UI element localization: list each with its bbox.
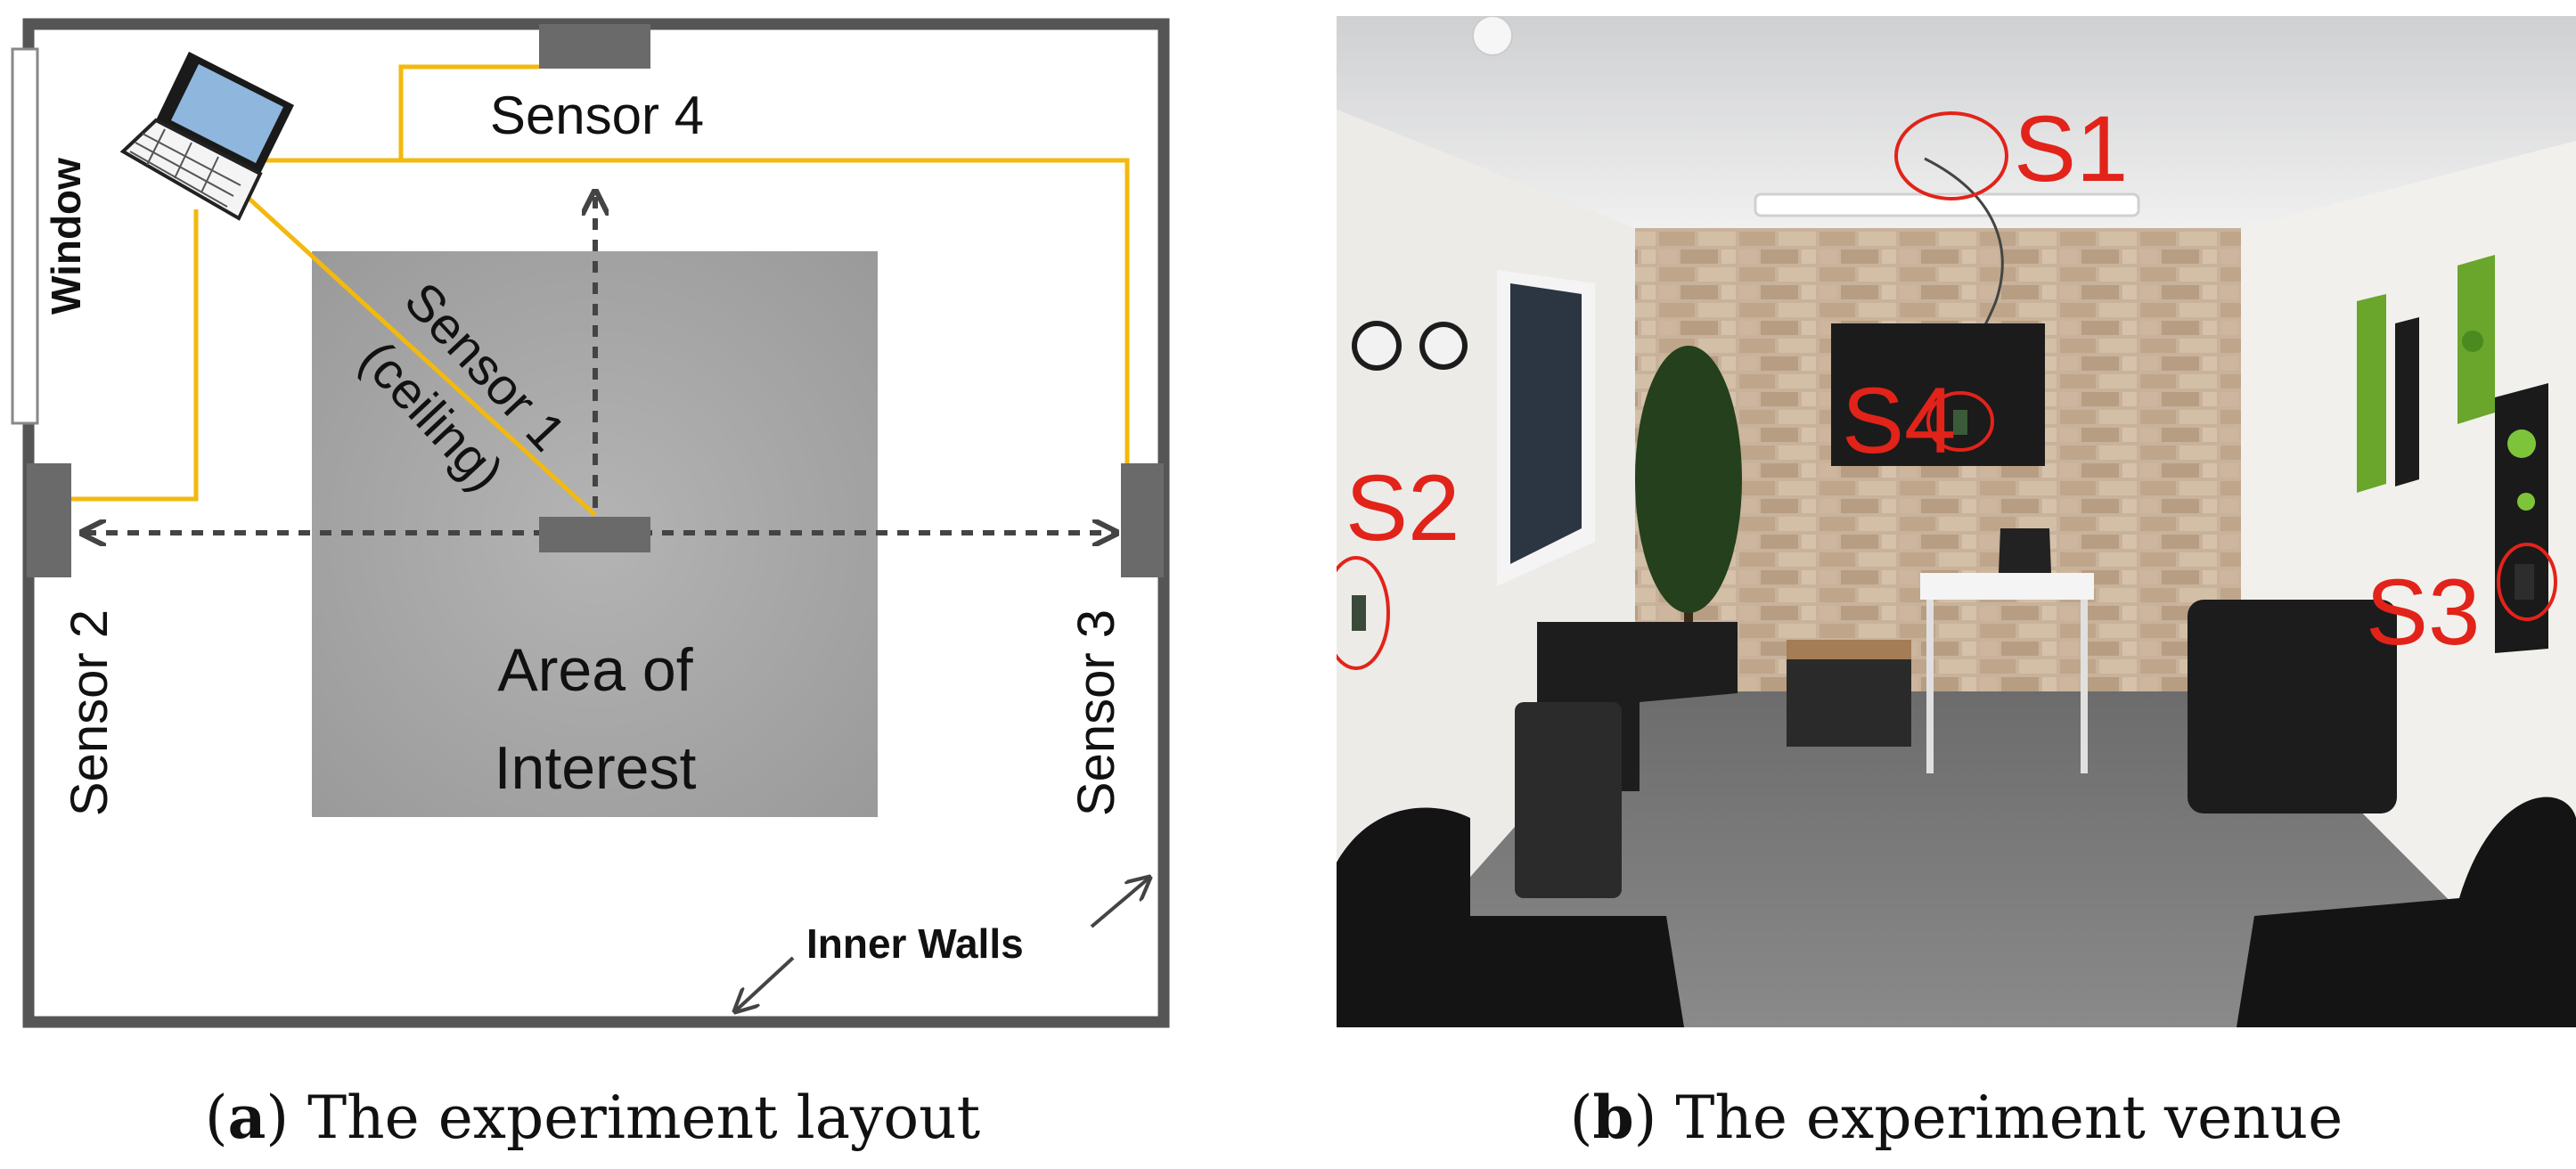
- sensor-device: [1953, 410, 1967, 435]
- laptop-icon: [119, 52, 294, 221]
- clock-icon: [1357, 326, 1396, 365]
- sensor-3-label: Sensor 3: [1067, 609, 1125, 816]
- sensor-2: [27, 463, 71, 577]
- area-label-line2: Interest: [495, 734, 697, 802]
- armchair-front-right: [2237, 797, 2576, 1027]
- sensor-device: [1352, 595, 1366, 631]
- window: [11, 47, 39, 425]
- sensor-device: [2515, 564, 2534, 600]
- caption-b-text: The experiment venue: [1656, 1083, 2343, 1152]
- inner-walls-arrows: [735, 878, 1149, 1011]
- ceiling-light: [1754, 192, 2140, 217]
- plant: [1635, 346, 1742, 613]
- inner-walls-label: Inner Walls: [806, 920, 1024, 967]
- marker-s1: S1: [2014, 97, 2128, 201]
- sensor-2-label: Sensor 2: [61, 609, 119, 816]
- sensor-3: [1121, 463, 1164, 577]
- sofa-back-right: [2188, 600, 2397, 813]
- window-glass: [1510, 283, 1582, 564]
- marker-s3: S3: [2366, 560, 2480, 665]
- wall-art-dot: [2462, 331, 2483, 352]
- desk-leg: [2081, 600, 2088, 773]
- waste-bin: [1515, 702, 1622, 898]
- sensor-1: [539, 517, 650, 552]
- window-label: Window: [43, 158, 89, 315]
- area-label-line1: Area of: [497, 636, 692, 704]
- smoke-detector: [1472, 15, 1513, 56]
- layout-diagram: Window Area of Interest Sensor 4 Sensor …: [11, 18, 1170, 1028]
- wall-art-dot: [2517, 493, 2535, 511]
- wall-art-dot: [2507, 429, 2536, 458]
- armchair-front-left: [1337, 807, 1684, 1027]
- laptop: [1999, 528, 2051, 573]
- caption-a-text: The experiment layout: [289, 1083, 981, 1152]
- wall-art: [2357, 294, 2386, 493]
- caption-b-letter: b: [1592, 1083, 1634, 1152]
- marker-s2: S2: [1345, 456, 1460, 560]
- caption-b: (b) The experiment venue: [1569, 1083, 2343, 1152]
- wall-art: [2495, 383, 2548, 653]
- cables: [64, 64, 1130, 517]
- sensor-4-label: Sensor 4: [490, 86, 704, 145]
- desk-leg: [1926, 600, 1934, 773]
- caption-a: (a) The experiment layout: [204, 1083, 981, 1152]
- desk: [1920, 573, 2094, 600]
- side-table-top: [1787, 640, 1911, 659]
- venue-photo-panel: S1 S4 S2 S3: [1322, 15, 2576, 1027]
- wall-art: [2395, 317, 2419, 486]
- ceiling: [1337, 16, 2576, 228]
- sensor-4: [539, 24, 650, 69]
- clock-icon: [1425, 327, 1462, 364]
- marker-s4: S4: [1842, 369, 1956, 473]
- caption-a-letter: a: [227, 1083, 266, 1152]
- venue-photo: S1 S4 S2 S3: [1322, 15, 2576, 1027]
- layout-diagram-panel: Window Area of Interest Sensor 4 Sensor …: [0, 0, 1185, 1051]
